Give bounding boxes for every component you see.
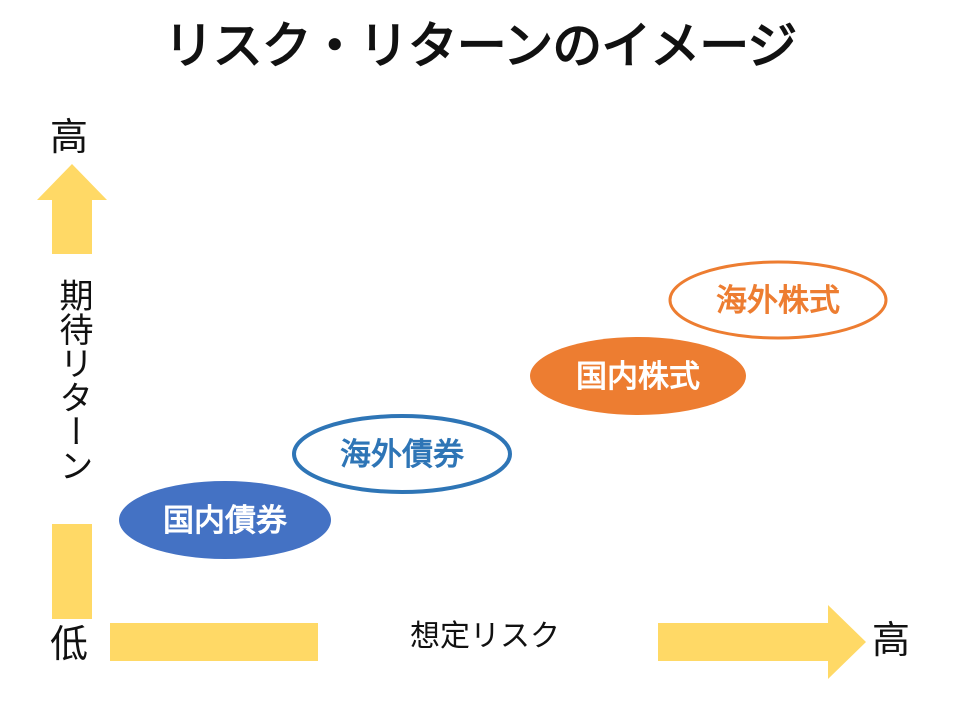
y-axis-arrow-head <box>37 164 107 254</box>
asset-foreign-bond-label: 海外債券 <box>340 437 465 473</box>
asset-foreign-bond: 海外債券 <box>292 414 512 494</box>
y-axis-bar <box>52 524 92 619</box>
asset-domestic-bond-shape <box>119 481 331 559</box>
x-axis-high-label: 高 <box>872 618 911 662</box>
asset-domestic-stock-label: 国内株式 <box>576 359 700 395</box>
x-axis-label: 想定リスク <box>410 619 560 654</box>
y-axis-label: 期待リターン <box>53 278 93 482</box>
asset-foreign-bond-shape <box>292 414 512 494</box>
asset-foreign-stock-label: 海外株式 <box>716 283 840 319</box>
asset-domestic-bond-label: 国内債券 <box>163 503 288 539</box>
asset-domestic-stock: 国内株式 <box>530 337 746 415</box>
x-axis-arrow-head <box>658 605 866 679</box>
asset-foreign-stock-shape <box>668 260 888 340</box>
asset-domestic-bond: 国内債券 <box>119 481 331 559</box>
asset-foreign-stock: 海外株式 <box>668 260 888 340</box>
y-axis-high-label: 高 <box>50 115 89 159</box>
y-axis-low-label: 低 <box>50 622 89 666</box>
page-title: リスク・リターンのイメージ <box>163 17 798 75</box>
x-axis-bar <box>110 623 318 661</box>
asset-domestic-stock-shape <box>530 337 746 415</box>
